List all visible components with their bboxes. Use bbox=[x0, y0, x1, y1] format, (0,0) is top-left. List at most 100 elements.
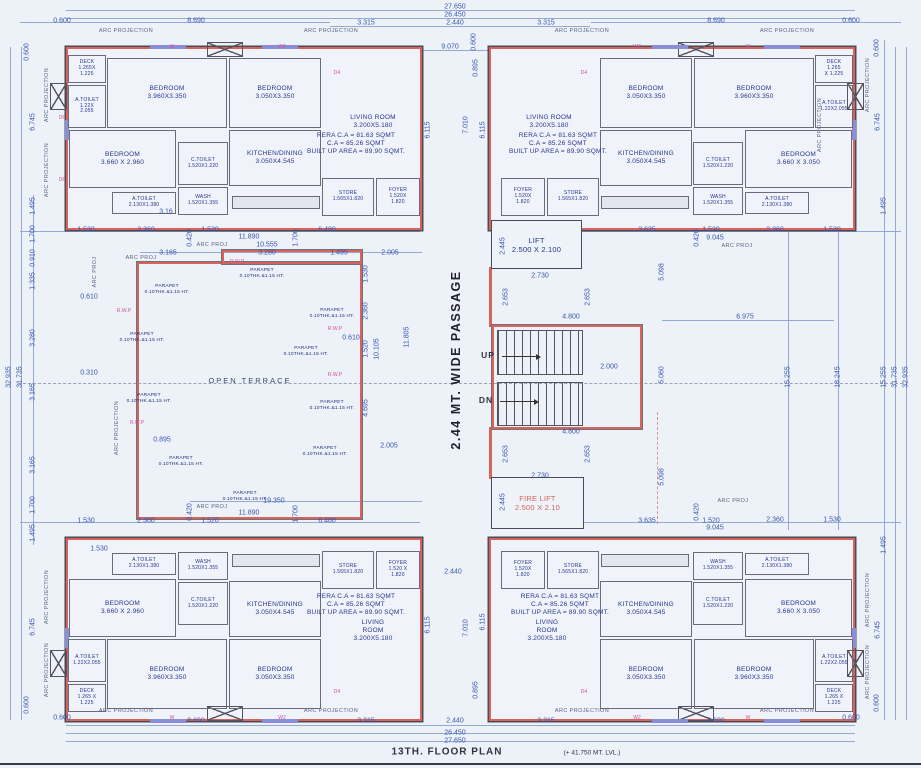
window bbox=[262, 45, 298, 49]
dimension-label: 6.745 bbox=[29, 113, 37, 131]
fixture-tag: R.W.P bbox=[327, 326, 343, 332]
dimension-label: 3.165 bbox=[29, 383, 37, 401]
dimension-label: 4.695 bbox=[362, 399, 370, 417]
dimension-label: 2.360 bbox=[362, 302, 370, 320]
window bbox=[65, 120, 69, 140]
dimension-line bbox=[788, 231, 789, 530]
annotation-label: ARC PROJECTION bbox=[114, 400, 120, 456]
dimension-label: 6.115 bbox=[424, 121, 432, 139]
window bbox=[652, 45, 688, 49]
fixture-tag: W2 bbox=[633, 715, 641, 721]
section-line bbox=[18, 383, 903, 384]
dimension-label: 2.000 bbox=[600, 363, 618, 371]
annotation-label: ARC PROJECTION bbox=[44, 569, 50, 625]
dimension-label: 3.280 bbox=[29, 329, 37, 347]
fixture-tag: R.W.P bbox=[116, 308, 132, 314]
dimension-line bbox=[491, 231, 901, 232]
dimension-label: 9.045 bbox=[706, 524, 724, 532]
duct-cross bbox=[50, 83, 67, 110]
fixture-tag: W2 bbox=[278, 715, 286, 721]
fixture-tag: R.W.P bbox=[327, 372, 343, 378]
sheet-border bbox=[0, 763, 921, 765]
staircase-outline bbox=[492, 325, 642, 429]
dimension-label: 27.650 bbox=[444, 3, 466, 11]
core-wall bbox=[489, 427, 492, 479]
duct-cross bbox=[50, 650, 67, 677]
dimension-label: 1.530 bbox=[77, 226, 95, 234]
dimension-label: 2.730 bbox=[531, 472, 549, 480]
dimension-label: 0.600 bbox=[23, 696, 31, 714]
annotation-label: ARC PROJECTION bbox=[817, 97, 823, 153]
fixture-tag: W2 bbox=[633, 44, 641, 50]
dimension-label: 11.890 bbox=[238, 509, 260, 517]
up-arrow bbox=[502, 352, 541, 362]
dimension-label: 1.495 bbox=[330, 249, 348, 257]
dimension-label: 0.600 bbox=[470, 33, 478, 51]
unit-outline-bottom-left bbox=[66, 538, 422, 721]
dimension-line bbox=[20, 22, 330, 23]
dimension-label: 2.360 bbox=[137, 517, 155, 525]
dimension-label: 2.653 bbox=[502, 445, 510, 463]
duct-cross bbox=[678, 706, 714, 721]
dimension-label: 19.350 bbox=[263, 497, 285, 505]
annotation-label: ARC PROJECTION bbox=[865, 57, 871, 113]
dimension-label: 1.530 bbox=[823, 226, 841, 234]
dimension-label: 0.600 bbox=[53, 17, 71, 25]
fixture-tag: R.W.P bbox=[129, 420, 145, 426]
dimension-label: 9.045 bbox=[706, 234, 724, 242]
fixture-tag: W bbox=[745, 44, 751, 50]
annotation-label: ARC PROJECTION bbox=[98, 28, 154, 34]
dimension-label: 1.700 bbox=[292, 229, 300, 247]
dimension-label: 2.445 bbox=[499, 493, 507, 511]
dimension-label: 0.600 bbox=[53, 714, 71, 722]
dimension-label: 2.005 bbox=[381, 249, 399, 257]
dimension-label: 0.895 bbox=[472, 59, 480, 77]
duct-cross bbox=[847, 83, 864, 110]
dimension-label: 0.610 bbox=[342, 334, 360, 342]
dimension-label: 8.690 bbox=[707, 17, 725, 25]
window bbox=[652, 719, 688, 723]
dimension-label: 6.745 bbox=[874, 113, 882, 131]
dimension-label: 0.610 bbox=[80, 293, 98, 301]
kitchen-counter bbox=[601, 554, 689, 567]
dimension-label: 5.098 bbox=[658, 468, 666, 486]
dimension-line bbox=[838, 231, 839, 530]
dimension-label: 1.520 bbox=[362, 340, 370, 358]
window bbox=[764, 45, 800, 49]
dimension-line bbox=[190, 501, 422, 502]
staircase-landing bbox=[497, 374, 583, 383]
dimension-line bbox=[66, 733, 855, 734]
dimension-label: 1.530 bbox=[77, 517, 95, 525]
open-terrace-label: OPEN TERRACE bbox=[208, 375, 292, 385]
